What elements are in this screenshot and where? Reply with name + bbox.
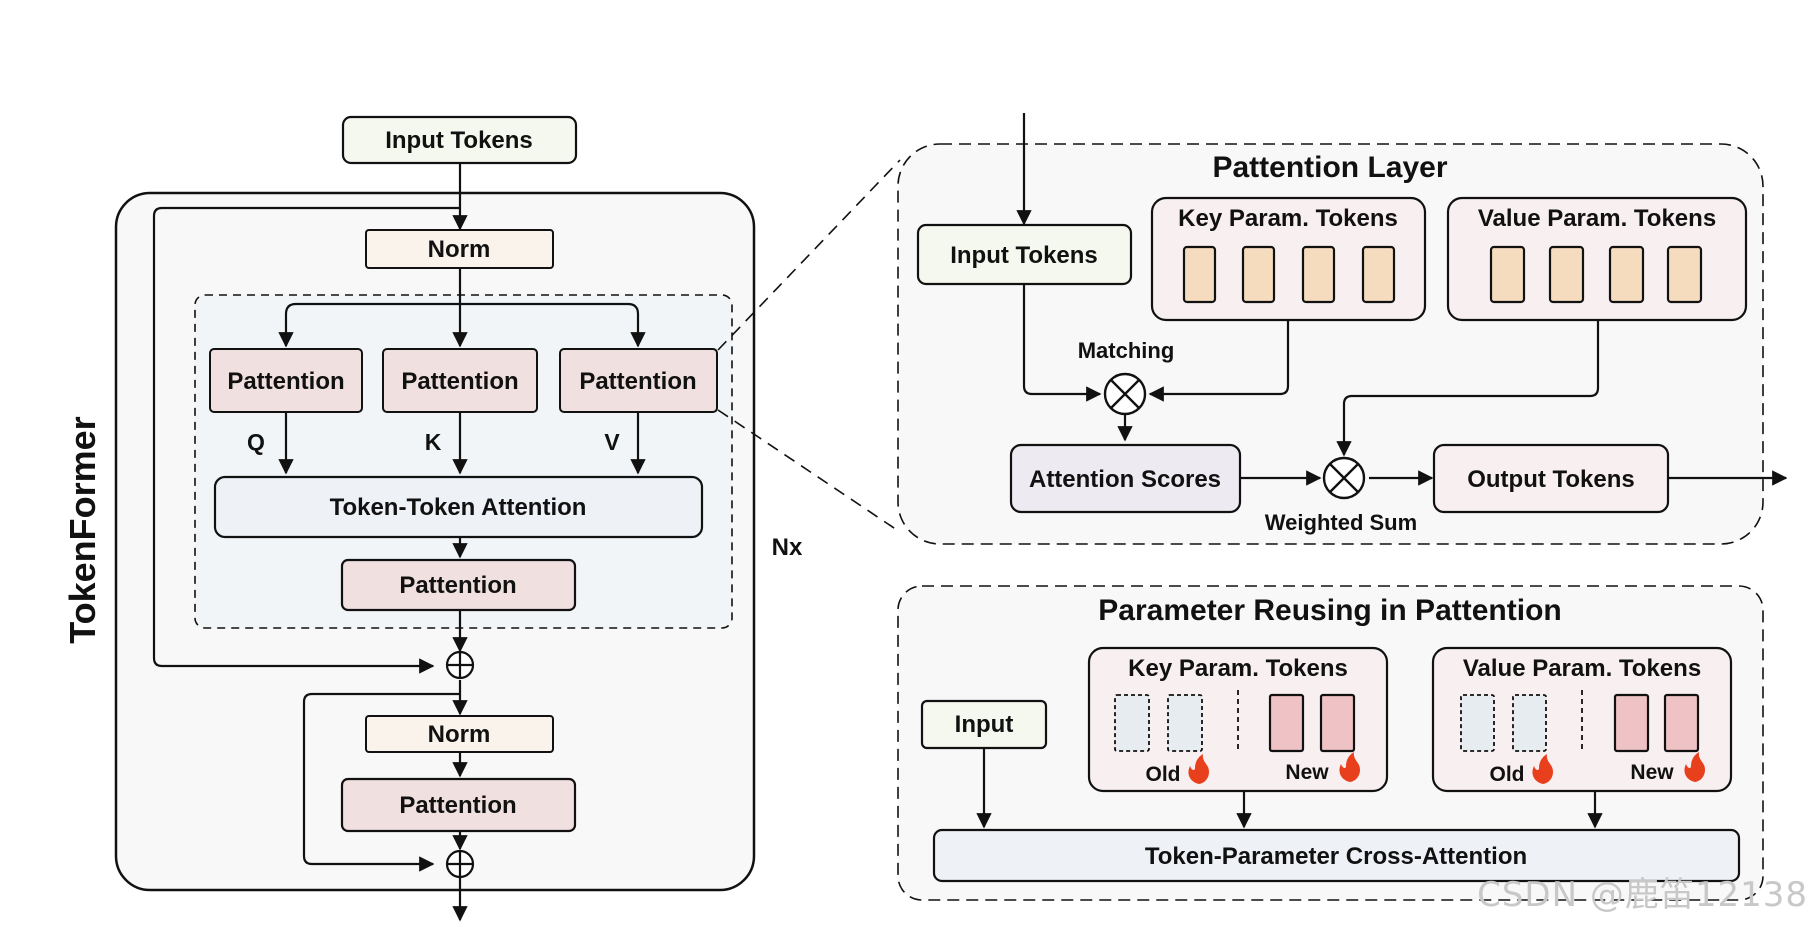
reusing-key-param-tokens-label: Key Param. Tokens: [1128, 655, 1348, 682]
pl-input-tokens-label: Input Tokens: [950, 242, 1098, 269]
cross-attention-label: Token-Parameter Cross-Attention: [1145, 843, 1527, 870]
fire-icon: [1532, 754, 1553, 784]
label-v: V: [604, 429, 620, 455]
output-tokens-box: Output Tokens: [1432, 443, 1670, 514]
reusing-value-param-tokens-label: Value Param. Tokens: [1463, 655, 1701, 682]
pattention-ffn-label: Pattention: [399, 792, 516, 819]
old-token-group: [1114, 694, 1203, 752]
new-label: New: [1630, 761, 1674, 784]
pattention-q-label: Pattention: [227, 368, 344, 395]
pattention-v-label: Pattention: [579, 368, 696, 395]
param-token-group: [1182, 245, 1396, 304]
norm-box-2: Norm: [365, 715, 554, 753]
parameter-reusing-title: Parameter Reusing in Pattention: [1098, 594, 1561, 627]
new-label: New: [1285, 761, 1329, 784]
matching-label: Matching: [1078, 338, 1175, 363]
pl-input-tokens-box: Input Tokens: [916, 223, 1133, 286]
old-token-group: [1460, 694, 1547, 752]
input-tokens-label: Input Tokens: [385, 127, 533, 154]
pattention-layer-connectors: [1016, 113, 1788, 486]
circle-times-icon: [1322, 456, 1366, 500]
new-token-group: [1268, 693, 1356, 753]
repeat-label: Nx: [772, 534, 803, 561]
circle-plus-icon: [445, 849, 475, 879]
watermark: CSDN @鹿笛12138: [1477, 875, 1808, 915]
output-tokens-label: Output Tokens: [1467, 466, 1635, 493]
pl-key-param-tokens-box: Key Param. Tokens: [1150, 196, 1427, 322]
old-label: Old: [1490, 763, 1525, 786]
label-q: Q: [247, 429, 265, 455]
pl-value-param-tokens-box: Value Param. Tokens: [1446, 196, 1748, 322]
norm-box-1: Norm: [365, 229, 554, 269]
left-connectors: [152, 163, 646, 922]
input-tokens-box: Input Tokens: [341, 115, 578, 165]
circle-times-icon: [1103, 372, 1147, 416]
pattention-k-box: Pattention: [382, 348, 538, 413]
param-token-group: [1489, 245, 1703, 304]
fire-icon: [1339, 752, 1360, 782]
fire-icon: [1684, 752, 1705, 782]
circle-plus-icon: [445, 650, 475, 680]
reusing-key-param-tokens-box: Key Param. Tokens Old New: [1087, 646, 1389, 793]
pattention-ffn-box: Pattention: [340, 777, 577, 833]
token-token-attention-label: Token-Token Attention: [330, 494, 587, 521]
pl-key-param-tokens-label: Key Param. Tokens: [1178, 205, 1398, 232]
reusing-input-box: Input: [920, 699, 1048, 750]
token-token-attention-box: Token-Token Attention: [213, 475, 704, 539]
pattention-k-label: Pattention: [401, 368, 518, 395]
new-token-group: [1613, 693, 1700, 753]
pattention-q-box: Pattention: [209, 348, 363, 413]
label-k: K: [425, 429, 442, 455]
norm-label-2: Norm: [428, 721, 491, 748]
pattention-out-label: Pattention: [399, 572, 516, 599]
cross-attention-box: Token-Parameter Cross-Attention: [932, 828, 1741, 883]
weighted-sum-label: Weighted Sum: [1265, 510, 1417, 535]
zoom-lines: [717, 159, 901, 533]
tokenformer-side-title: TokenFormer: [62, 416, 103, 643]
pattention-out-box: Pattention: [340, 558, 577, 612]
fire-icon: [1188, 754, 1209, 784]
reusing-value-param-tokens-box: Value Param. Tokens Old New: [1431, 646, 1733, 793]
reusing-connectors: [976, 748, 1603, 829]
attention-scores-label: Attention Scores: [1029, 466, 1221, 493]
norm-label-1: Norm: [428, 236, 491, 263]
pattention-v-box: Pattention: [559, 348, 718, 413]
pattention-layer-title: Pattention Layer: [1212, 151, 1447, 184]
reusing-input-label: Input: [955, 711, 1014, 738]
pl-value-param-tokens-label: Value Param. Tokens: [1478, 205, 1716, 232]
attention-scores-box: Attention Scores: [1009, 443, 1242, 514]
old-label: Old: [1146, 763, 1181, 786]
